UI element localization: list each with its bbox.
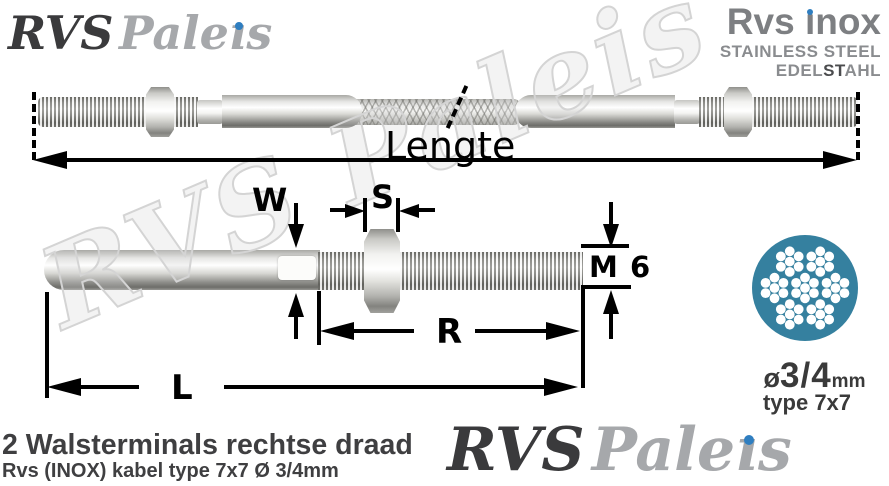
terminal-body-right (515, 95, 675, 128)
dim-m6-label: M 6 (589, 250, 652, 284)
dim-s-tick-left (363, 198, 367, 232)
dim-r-line-right (475, 329, 547, 333)
dim-w-arrow-down (288, 224, 304, 248)
dim-r-line-left (352, 329, 414, 333)
footer-logo-paleis-text: Paleıs (591, 415, 792, 485)
dim-r-ext-line-right (581, 287, 585, 388)
swage-step-left (197, 100, 223, 124)
brand-blue-dot: ı (804, 1, 816, 42)
wire-cable (340, 99, 520, 125)
product-title: 2 Walsterminals rechtse draad (2, 429, 413, 461)
threaded-stud-left (38, 97, 148, 127)
hex-nut-right (724, 87, 752, 137)
dim-s-arrow-left-tail (330, 208, 348, 212)
dim-w-arrow-up (288, 293, 304, 317)
hex-nut-left (146, 87, 174, 137)
cable-diameter-label: ø3/4mm (763, 356, 866, 395)
footer-logo-blue-dot: ı (735, 415, 758, 485)
thread-left-inner (172, 97, 198, 127)
dim-l-arrow-right (544, 378, 578, 396)
dim-s-arrow-right (399, 204, 419, 218)
lengte-dim-line (64, 158, 826, 162)
dim-w-label: W (252, 181, 288, 219)
dim-l-label: L (171, 368, 193, 408)
brand-rvs-inox: Rvs ınox (726, 1, 881, 42)
dim-l-line-right (224, 385, 544, 389)
dim-s-tick-right (396, 198, 400, 232)
footer-logo-rvs-text: RVS (447, 415, 585, 485)
dim-w-arrow-down-tail (294, 203, 298, 227)
detail-threaded-rod (318, 252, 583, 290)
dim-r-tick-left (317, 291, 321, 345)
dim-r-label: R (436, 312, 463, 352)
dim-m6-arrow-down-tail (609, 202, 613, 228)
dim-s-arrow-right-tail (417, 208, 435, 212)
dim-r-arrow-right (546, 322, 580, 340)
dim-m6-arrow-down (603, 224, 619, 248)
dim-s-label: S (371, 178, 395, 216)
dim-m6-tick-bottom (581, 285, 631, 289)
logo-blue-dot: ı (228, 6, 247, 60)
dim-w-arrow-up-tail (294, 315, 298, 339)
dim-m6-arrow-up (603, 290, 619, 314)
dim-m6-tick-top (581, 244, 629, 248)
logo-paleis-text: Paleıs (119, 6, 273, 60)
cable-type-label: type 7x7 (762, 390, 852, 415)
logo-rvs-text: RVS (8, 6, 114, 60)
cable-cross-section (752, 235, 858, 341)
terminal-body-left (222, 95, 362, 128)
thread-right-inner (699, 97, 726, 127)
dim-s-arrow-left (345, 204, 365, 218)
detail-swage-flat (278, 256, 316, 280)
detail-terminal-body (44, 250, 320, 290)
rvs-inox-brand: Rvs ınox STAINLESS STEEL EDELSTAHL (719, 1, 881, 81)
brand-edelstahl: EDELSTAHL (775, 61, 881, 81)
brand-stainless-steel: STAINLESS STEEL (719, 41, 881, 61)
dim-m6-arrow-up-tail (609, 312, 613, 339)
dim-l-line-left (79, 385, 139, 389)
dim-r-arrow-left (320, 322, 354, 340)
lengte-arrow-left (33, 151, 67, 169)
lengte-ext-line-right (856, 92, 860, 160)
lengte-arrow-right (823, 151, 857, 169)
lengte-ext-line-left (32, 92, 36, 160)
cross-section-dots (752, 235, 858, 341)
dim-l-arrow-left (47, 378, 81, 396)
detail-hex-nut (364, 229, 400, 313)
swage-step-right (674, 100, 700, 124)
threaded-stud-right (750, 97, 858, 127)
product-subtitle: Rvs (INOX) kabel type 7x7 Ø 3/4mm (2, 460, 339, 482)
dim-l-ext-line-left (45, 292, 49, 398)
